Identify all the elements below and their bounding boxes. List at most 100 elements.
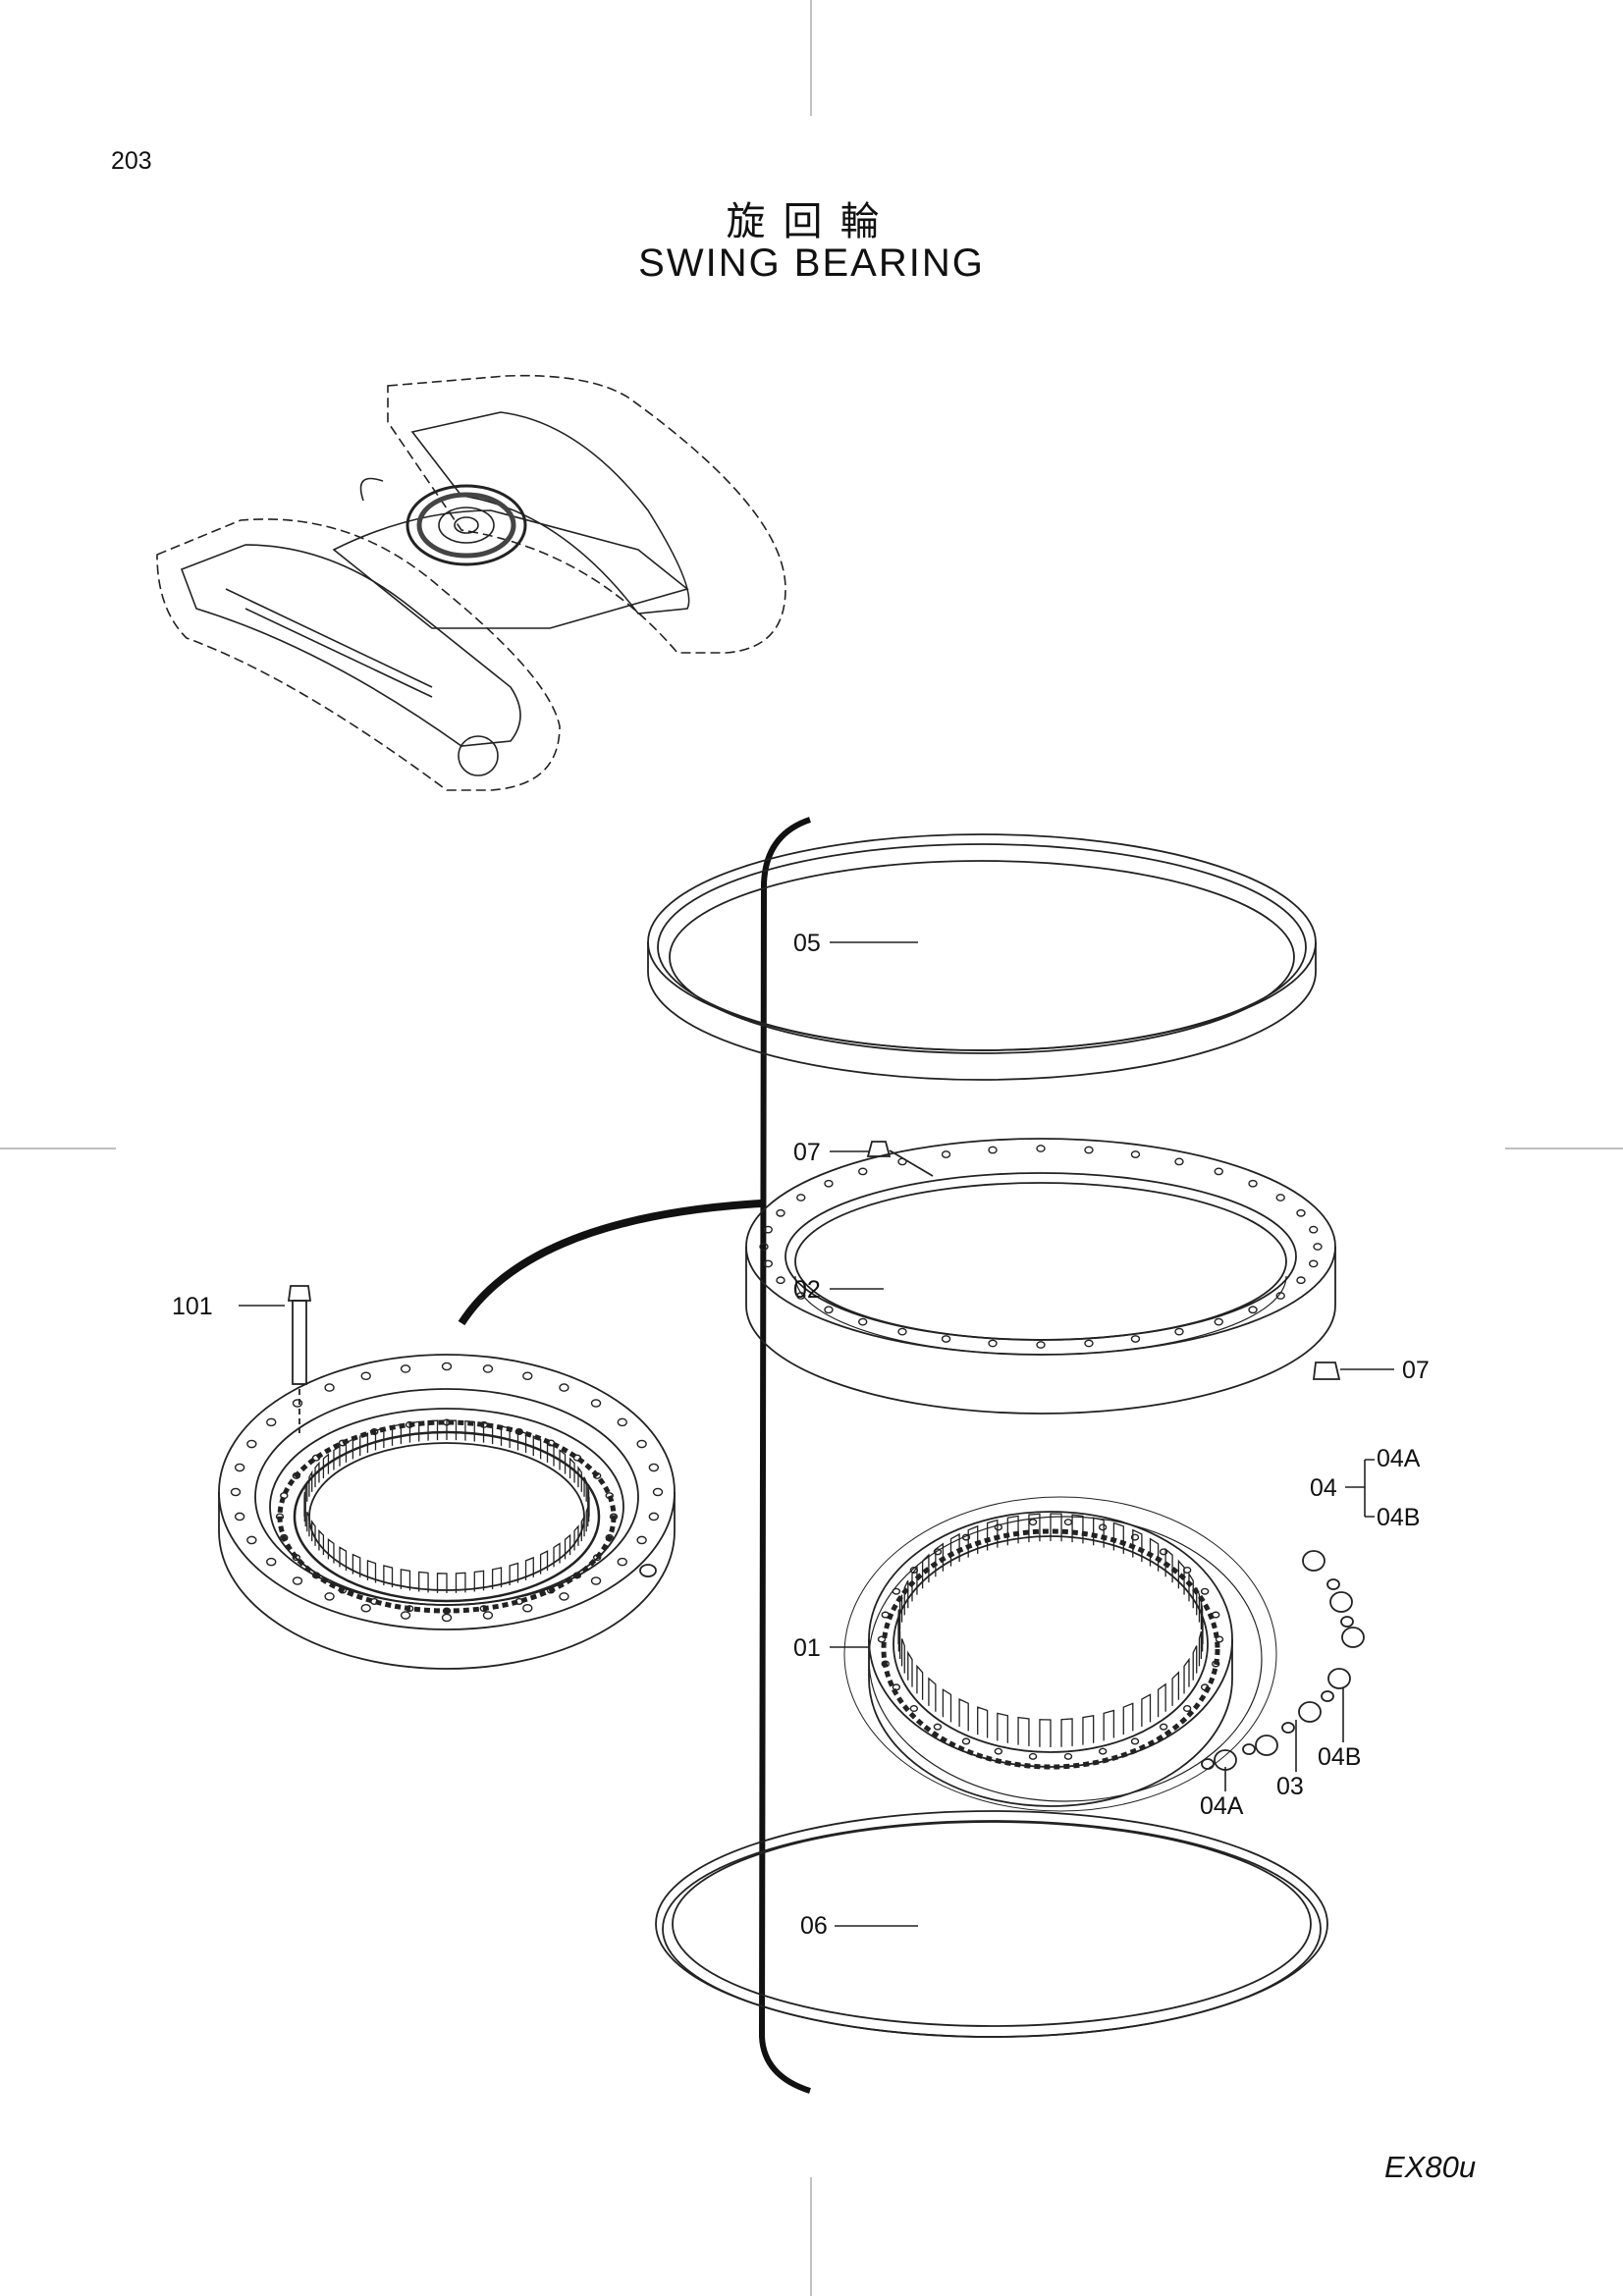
bolt-hole xyxy=(824,1306,834,1314)
bolt-hole xyxy=(609,1513,619,1521)
bolt-hole xyxy=(892,1683,901,1691)
bolt-hole xyxy=(559,1383,569,1392)
part-02-outer-ring xyxy=(745,1138,1336,1415)
bolt-hole xyxy=(292,1576,303,1585)
exploded-view-brace xyxy=(758,817,812,2094)
bolt-hole xyxy=(1275,1292,1285,1300)
bolt-hole xyxy=(796,1292,806,1300)
bolt-hole xyxy=(592,1471,602,1479)
bolt-hole xyxy=(292,1554,301,1562)
bolt-hole xyxy=(442,1607,452,1615)
bolt-hole xyxy=(1174,1327,1184,1336)
bolt-hole xyxy=(246,1439,257,1449)
title-english: SWING BEARING xyxy=(638,241,985,285)
callout-04A-legend: 04A xyxy=(1377,1445,1421,1472)
bolt-hole xyxy=(763,1225,773,1234)
bolt-hole xyxy=(988,1339,998,1348)
bolt-hole xyxy=(933,1723,943,1731)
bolt-hole xyxy=(338,1586,348,1594)
bolt-hole xyxy=(961,1737,971,1745)
title-japanese: 旋回輪 xyxy=(726,199,897,244)
callout-07-right: 07 xyxy=(1402,1357,1430,1384)
bolt-hole xyxy=(292,1399,303,1408)
bolt-hole xyxy=(590,1576,602,1585)
balls-and-spacers xyxy=(1201,1550,1365,1771)
part-06-seal-ring xyxy=(655,1810,1328,2038)
bolt-hole xyxy=(311,1454,321,1462)
bolt-hole xyxy=(941,1335,951,1343)
gear-teeth-path xyxy=(897,1513,1204,1747)
bolt-hole xyxy=(1309,1259,1319,1268)
bolt-hole xyxy=(759,1243,769,1251)
bolt-hole xyxy=(776,1208,785,1217)
assembly-connector xyxy=(458,1200,762,1326)
callout-04: 04 xyxy=(1310,1474,1337,1502)
bolt-hole xyxy=(897,1327,907,1336)
bolt-hole xyxy=(617,1557,627,1567)
bolt-hole xyxy=(1098,1523,1108,1531)
callout-101: 101 xyxy=(172,1293,213,1320)
bolt-hole xyxy=(234,1463,245,1472)
bolt-hole xyxy=(1159,1548,1168,1556)
bolt-hole xyxy=(1084,1146,1094,1154)
assembled-gear-teeth xyxy=(303,1419,590,1593)
bolt-hole xyxy=(1028,1519,1038,1526)
callout-01: 01 xyxy=(793,1634,821,1662)
callout-04B-legend: 04B xyxy=(1377,1504,1420,1531)
bolt-hole xyxy=(482,1364,494,1373)
grease-nipple-07-right xyxy=(1312,1362,1341,1380)
bolt-hole xyxy=(292,1471,301,1479)
callout-04B: 04B xyxy=(1318,1743,1361,1771)
leader-lines xyxy=(239,941,1394,1927)
callout-03: 03 xyxy=(1276,1773,1304,1800)
bolt-hole xyxy=(522,1603,533,1613)
bolt-hole xyxy=(994,1523,1003,1531)
bolt-hole xyxy=(311,1572,321,1579)
part-02-bolt-holes xyxy=(759,1145,1323,1349)
bolt-101 xyxy=(287,1285,312,1433)
bolt-hole xyxy=(360,1371,371,1381)
bolt-hole xyxy=(324,1383,335,1392)
bolt-hole xyxy=(1182,1705,1192,1713)
bolt-hole xyxy=(994,1747,1003,1755)
bolt-hole xyxy=(1182,1566,1192,1574)
undercarriage-illustration xyxy=(156,374,786,791)
bolt-hole xyxy=(405,1605,414,1613)
bolt-hole xyxy=(1296,1276,1306,1285)
bolt-hole xyxy=(546,1586,556,1594)
bolt-hole xyxy=(1174,1157,1184,1166)
bolt-hole xyxy=(881,1660,890,1668)
bolt-hole xyxy=(559,1592,569,1601)
part-01-inner-ring xyxy=(843,1496,1277,1812)
callout-02: 02 xyxy=(793,1276,821,1304)
bolt-hole xyxy=(266,1557,277,1567)
bolt-hole xyxy=(617,1417,627,1427)
bolt-hole xyxy=(592,1554,602,1562)
bolt-hole xyxy=(824,1179,834,1188)
part-05-seal-ring xyxy=(647,833,1317,1081)
bolt-hole xyxy=(522,1371,533,1381)
callout-04A: 04A xyxy=(1200,1792,1244,1820)
bolt-hole xyxy=(1214,1167,1223,1176)
bolt-hole xyxy=(1063,1752,1073,1760)
bolt-hole xyxy=(1296,1208,1306,1217)
bolt-hole xyxy=(246,1535,257,1545)
bolt-hole xyxy=(648,1463,660,1472)
bolt-hole xyxy=(877,1635,887,1643)
bolt-hole xyxy=(1159,1723,1168,1731)
bolt-hole xyxy=(275,1513,285,1521)
bolt-hole xyxy=(514,1597,523,1605)
bolt-hole xyxy=(590,1399,602,1408)
bolt-hole xyxy=(933,1548,943,1556)
bolt-hole xyxy=(988,1146,998,1154)
bolt-hole xyxy=(909,1705,919,1713)
bolt-hole xyxy=(479,1605,489,1613)
bolt-hole xyxy=(648,1512,660,1522)
bolt-hole xyxy=(1200,1683,1210,1691)
bolt-hole xyxy=(858,1317,868,1326)
bolt-hole xyxy=(892,1587,901,1595)
bolt-hole xyxy=(605,1492,614,1500)
bolt-hole xyxy=(280,1533,289,1541)
page-number: 203 xyxy=(111,147,152,175)
bolt-hole xyxy=(441,1613,453,1623)
